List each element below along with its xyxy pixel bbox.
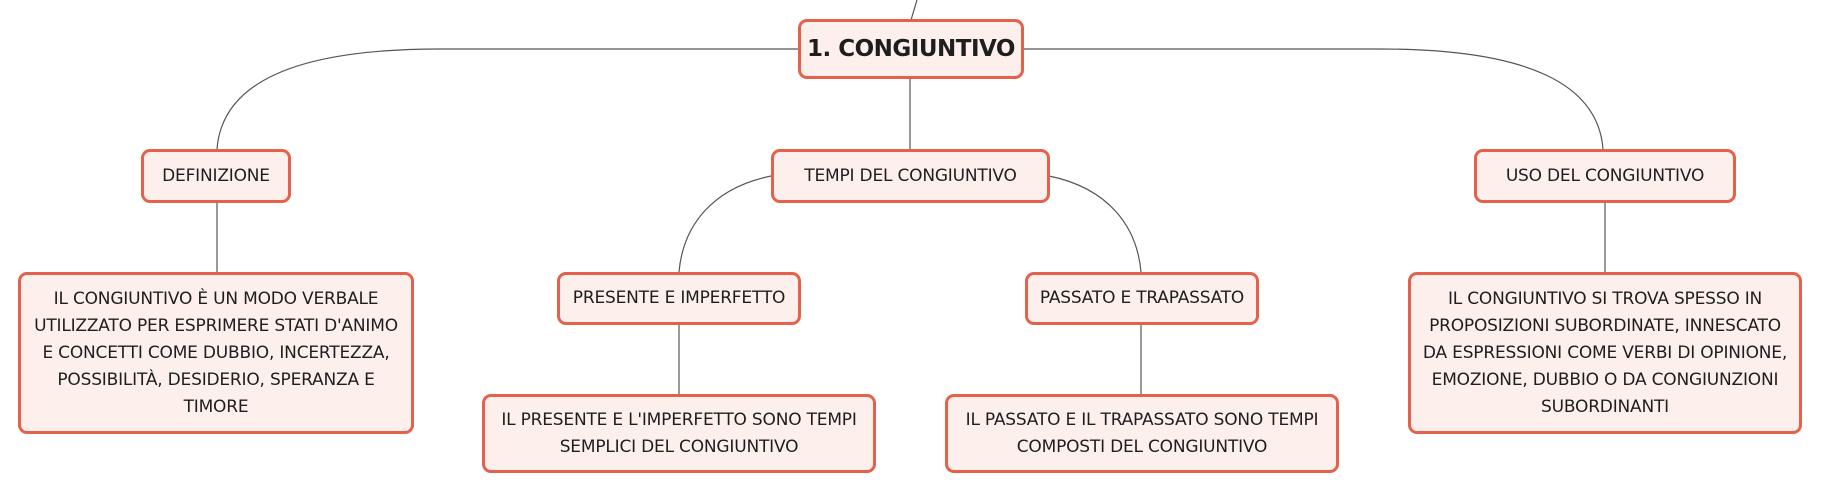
node-presente-e-imperfetto[interactable]: PRESENTE E IMPERFETTO — [557, 272, 801, 325]
node-passato-e-trapassato[interactable]: PASSATO E TRAPASSATO — [1025, 272, 1259, 325]
node-definizione-detail[interactable]: IL CONGIUNTIVO È UN MODO VERBALE UTILIZZ… — [18, 272, 414, 434]
node-uso-detail[interactable]: IL CONGIUNTIVO SI TROVA SPESSO IN PROPOS… — [1408, 272, 1802, 434]
connector-root-to-definizione — [216, 48, 798, 150]
connector-tempi-to-passato — [1048, 175, 1142, 273]
connector-parent-to-root — [910, 0, 918, 21]
node-definizione[interactable]: DEFINIZIONE — [141, 149, 291, 203]
connector-tempi-to-presente — [678, 175, 772, 273]
node-passato-detail[interactable]: IL PASSATO E IL TRAPASSATO SONO TEMPI CO… — [945, 394, 1339, 473]
node-tempi-del-congiuntivo[interactable]: TEMPI DEL CONGIUNTIVO — [771, 149, 1050, 203]
node-uso-del-congiuntivo[interactable]: USO DEL CONGIUNTIVO — [1474, 149, 1736, 203]
node-presente-detail[interactable]: IL PRESENTE E L'IMPERFETTO SONO TEMPI SE… — [482, 394, 876, 473]
root-node[interactable]: 1. CONGIUNTIVO — [798, 19, 1024, 79]
connector-root-to-uso — [1024, 48, 1604, 150]
